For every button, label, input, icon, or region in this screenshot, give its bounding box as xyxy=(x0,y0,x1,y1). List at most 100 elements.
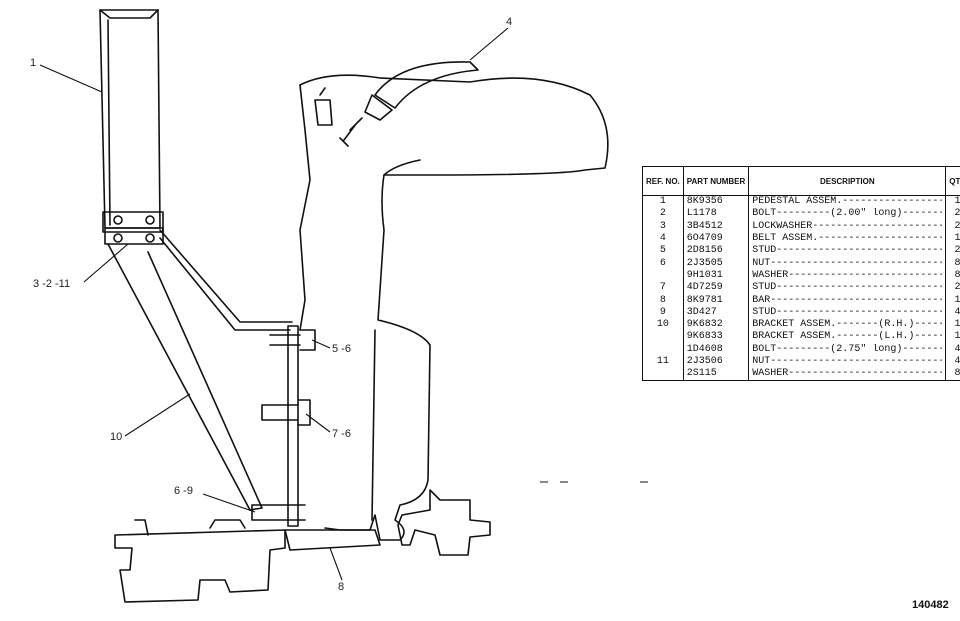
row-ref xyxy=(642,331,684,344)
row-qty: 1 xyxy=(945,195,960,209)
row-ref xyxy=(642,269,684,283)
engine-fitting xyxy=(314,87,333,126)
bracket-left-leg xyxy=(107,243,263,511)
row-qty: 1 xyxy=(945,318,960,332)
row-description: NUT----------------------------------- xyxy=(748,355,947,369)
bracket-right-arm-inner xyxy=(159,229,293,323)
pedestal-base-plate xyxy=(104,227,164,245)
row-ref: 1 xyxy=(642,195,684,209)
leader-4 xyxy=(469,27,509,61)
base-bolt-right xyxy=(145,233,155,243)
leader-3-2-11 xyxy=(83,243,129,283)
row-description-text: NUT----------------------------------- xyxy=(752,257,942,269)
leader-10 xyxy=(124,393,191,437)
row-qty: 4 xyxy=(945,343,960,356)
table-row: 88K9781BAR------------------------------… xyxy=(642,294,960,307)
engine-mount-right xyxy=(397,489,491,556)
row-description-text: WASHER------------------------------ xyxy=(752,269,942,281)
row-qty: 4 xyxy=(945,355,960,369)
row-description-text: STUD---------------------------------- xyxy=(752,282,942,294)
row-part-number: 9K6832 xyxy=(682,318,750,332)
engine-housing-left-edge xyxy=(299,84,311,331)
row-description: WASHER------------------------------ xyxy=(748,368,947,382)
row-description: BELT ASSEM.--------------------------- xyxy=(748,232,947,246)
row-part-number: L1178 xyxy=(682,208,750,221)
row-part-number: 3B4512 xyxy=(682,220,750,233)
row-part-number: 9H1031 xyxy=(682,269,750,283)
pedestal-flange xyxy=(102,211,164,233)
flange-bolt-left xyxy=(113,215,123,225)
engine-housing-inner xyxy=(383,159,421,176)
leader-5-6 xyxy=(311,339,331,349)
row-qty: 8 xyxy=(945,368,960,382)
header-description: DESCRIPTION xyxy=(748,166,947,196)
row-description-text: BRACKET ASSEM.-------(L.H.)-------- xyxy=(752,331,943,343)
row-qty: 4 xyxy=(945,306,960,319)
row-ref: 9 xyxy=(642,306,684,319)
row-qty: 1 xyxy=(945,331,960,344)
row-qty: 2 xyxy=(945,282,960,295)
row-ref xyxy=(642,343,684,356)
callout-1: 1 xyxy=(30,57,37,69)
table-row: 9H1031WASHER----------------------------… xyxy=(642,269,960,283)
row-ref: 2 xyxy=(642,208,684,221)
table-row: 112J3506NUT-----------------------------… xyxy=(642,355,960,369)
row-part-number: 2J3506 xyxy=(682,355,750,369)
pedestal-inner-line xyxy=(107,19,111,226)
row-part-number: 8K9781 xyxy=(682,294,750,307)
row-part-number: 4D7259 xyxy=(682,282,750,295)
callout-8: 8 xyxy=(338,581,345,593)
row-description: PEDESTAL ASSEM.------------------------ xyxy=(748,195,947,209)
row-part-number: 1D4608 xyxy=(682,343,750,356)
belt-buckle xyxy=(364,94,393,121)
callout-4: 4 xyxy=(506,16,513,28)
row-qty: 2 xyxy=(945,220,960,233)
row-qty: 2 xyxy=(945,208,960,221)
engine-housing-outline xyxy=(299,74,609,541)
row-ref: 3 xyxy=(642,220,684,233)
base-casting-detail xyxy=(134,519,246,536)
pedestal-top-flap xyxy=(99,9,159,19)
row-qty: 1 xyxy=(945,294,960,307)
row-description: BRACKET ASSEM.-------(L.H.)-------- xyxy=(748,331,947,344)
row-description-text: LOCKWASHER------------------------ xyxy=(752,220,943,232)
row-part-number: 9K6833 xyxy=(682,331,750,344)
row-description: STUD---------------------------------- xyxy=(748,306,947,319)
leader-7-6 xyxy=(305,413,331,433)
row-description: STUD---------------------------------- xyxy=(748,282,947,295)
stud-7-6 xyxy=(261,399,311,426)
figure-number: 140482 xyxy=(912,599,949,611)
leader-1 xyxy=(39,64,103,93)
bracket-right-arm xyxy=(159,237,291,331)
callout-3-2-11: 3 -2 -11 xyxy=(33,278,71,290)
parts-table-header: REF. NO. PART NUMBER DESCRIPTION QTY xyxy=(642,166,960,196)
row-description-text: BOLT---------(2.00" long)----------- xyxy=(752,208,943,220)
row-part-number: 2J3505 xyxy=(682,257,750,270)
callout-10: 10 xyxy=(110,431,123,443)
header-qty: QTY xyxy=(945,166,960,196)
callout-7-6: 7 -6 xyxy=(332,428,351,440)
engine-mount-lower xyxy=(371,329,376,521)
row-ref: 6 xyxy=(642,257,684,270)
row-description-text: WASHER------------------------------ xyxy=(752,368,942,380)
table-row: 93D427STUD------------------------------… xyxy=(642,306,960,319)
vertical-bracket-plate xyxy=(287,325,299,527)
row-description: STUD---------------------------------- xyxy=(748,245,947,258)
row-ref: 8 xyxy=(642,294,684,307)
callout-5-6: 5 -6 xyxy=(332,343,351,355)
row-description-text: STUD---------------------------------- xyxy=(752,245,942,257)
header-part-number: PART NUMBER xyxy=(682,166,750,196)
row-qty: 1 xyxy=(945,232,960,246)
row-description-text: BELT ASSEM.--------------------------- xyxy=(752,233,942,245)
table-row: 2S115WASHER-----------------------------… xyxy=(642,368,960,382)
row-part-number: 6O4709 xyxy=(682,232,750,246)
base-casting xyxy=(114,529,286,603)
row-description: LOCKWASHER------------------------ xyxy=(748,220,947,233)
header-ref-no: REF. NO. xyxy=(642,166,684,196)
row-part-number: 3D427 xyxy=(682,306,750,319)
